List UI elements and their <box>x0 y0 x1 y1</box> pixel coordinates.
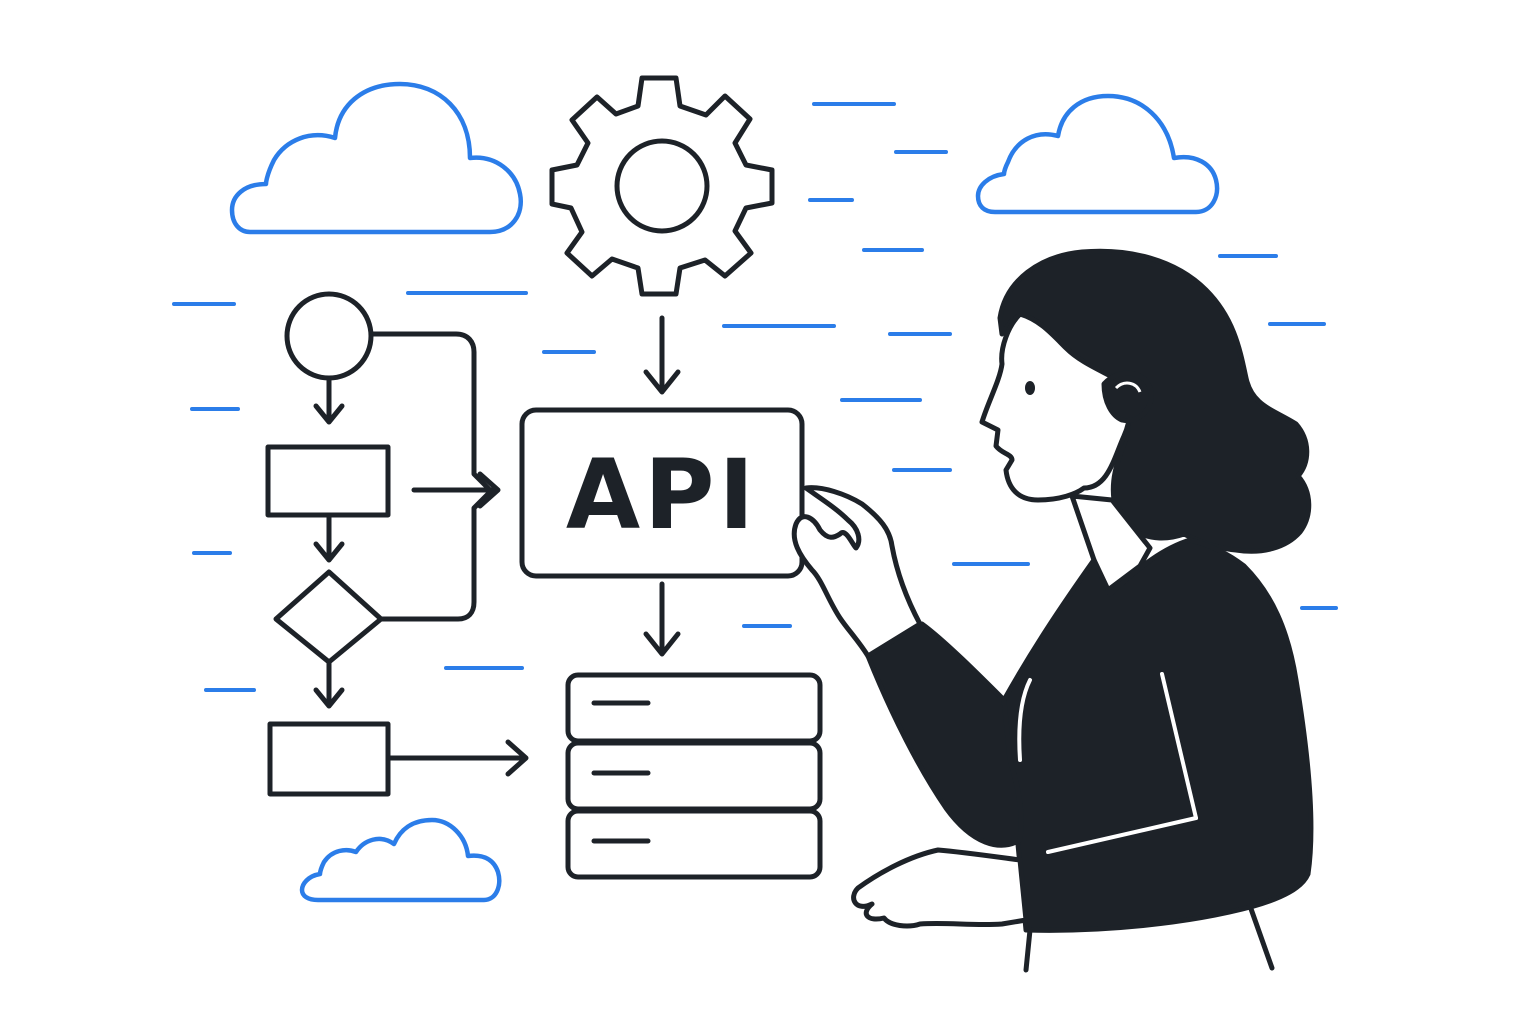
person-arm-raised <box>865 621 1024 848</box>
api-to-database-arrow <box>643 581 681 657</box>
person-torso <box>973 537 1314 933</box>
gear-icon <box>549 75 775 297</box>
person-illustration <box>791 248 1314 973</box>
person-hand-lower <box>851 847 1029 929</box>
person-hand-raised <box>791 485 923 659</box>
flowchart-process-box-2 <box>267 721 391 797</box>
cloud-icon-bottom-left <box>299 817 502 903</box>
cloud-icon-top-right <box>975 93 1220 215</box>
flowchart-start-circle <box>284 291 374 381</box>
cloud-icon-top-left <box>229 81 523 235</box>
api-box: API <box>519 407 805 579</box>
flowchart-process-box-1 <box>265 444 391 518</box>
gear-to-api-arrow <box>643 315 681 395</box>
flowchart <box>265 291 529 797</box>
flowchart-decision-diamond <box>273 569 384 665</box>
person-face <box>979 311 1133 503</box>
dash-lines-decoration <box>172 102 1338 692</box>
api-label: API <box>566 439 758 551</box>
database-icon <box>565 672 823 880</box>
